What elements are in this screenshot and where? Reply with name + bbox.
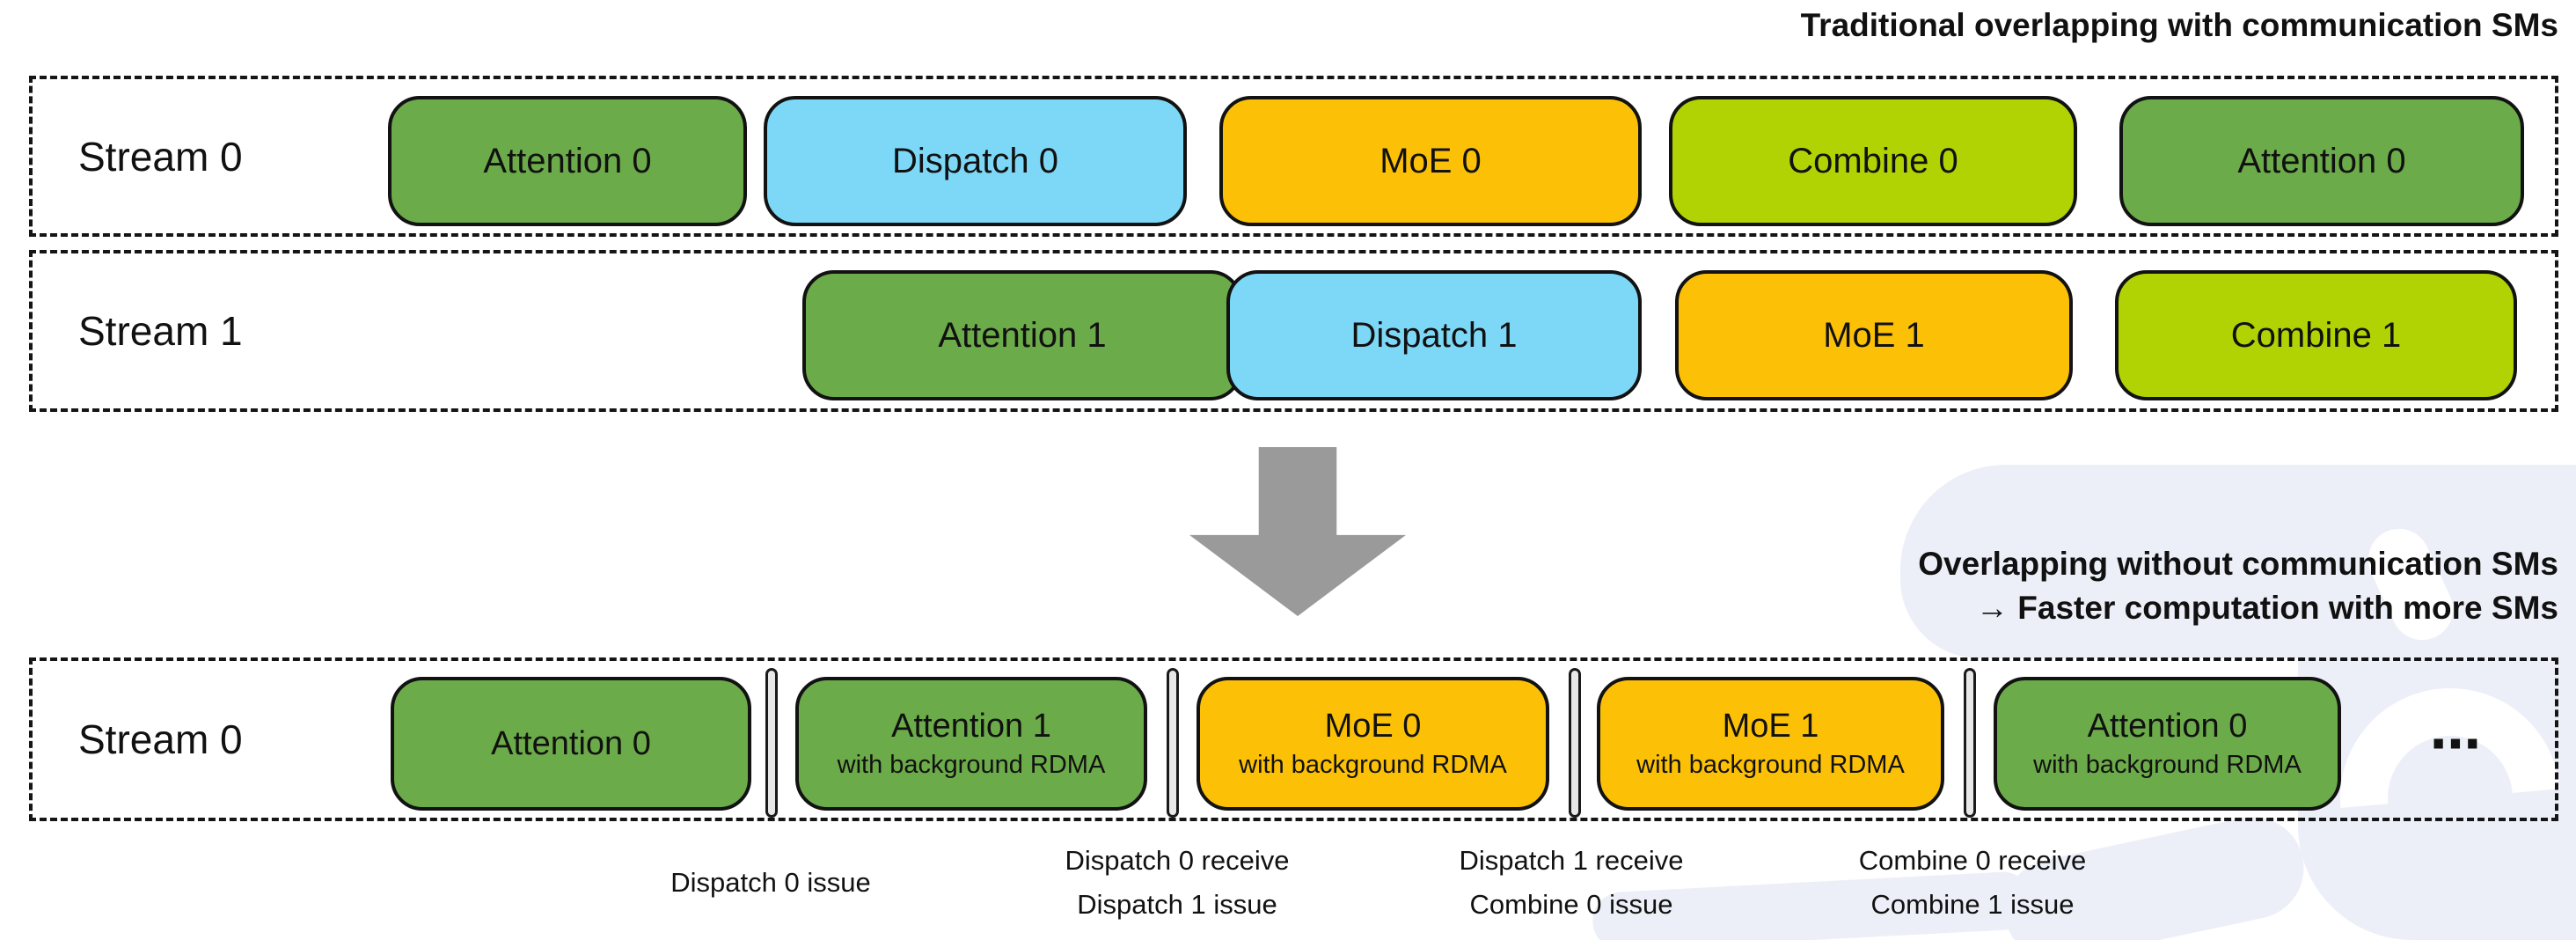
block-dispatch-1: Dispatch 1: [1226, 270, 1642, 400]
sync-label-line: Combine 0 issue: [1469, 889, 1673, 920]
stream1-label: Stream 1: [78, 308, 243, 354]
sync-label-line: Combine 1 issue: [1870, 889, 2075, 920]
block-sublabel: with background RDMA: [1239, 751, 1507, 779]
block-moe-0-rdma: MoE 0 with background RDMA: [1197, 677, 1549, 811]
block-label: MoE 0: [1324, 708, 1422, 745]
optimized-title-line2: → Faster computation with more SMs: [1976, 590, 2558, 626]
block-dispatch-0: Dispatch 0: [764, 96, 1187, 226]
traditional-section-title: Traditional overlapping with communicati…: [1800, 7, 2558, 43]
block-moe-1: MoE 1: [1675, 270, 2073, 400]
block-label: Attention 1: [938, 315, 1107, 355]
sync-label-line: Dispatch 0 issue: [670, 867, 871, 898]
block-moe-1-rdma: MoE 1 with background RDMA: [1597, 677, 1944, 811]
sync-label-dispatch1-receive: Dispatch 1 receive Combine 0 issue: [1378, 834, 1765, 931]
sync-label-dispatch0-receive: Dispatch 0 receive Dispatch 1 issue: [984, 834, 1371, 931]
block-attention-0-opt: Attention 0: [391, 677, 751, 811]
sync-label-line: Dispatch 1 issue: [1077, 889, 1277, 920]
block-attention-0-rdma: Attention 0 with background RDMA: [1994, 677, 2341, 811]
traditional-stream1-panel: Stream 1 Attention 1 Dispatch 1 MoE 1 Co…: [29, 250, 2558, 412]
stream0-label: Stream 0: [78, 133, 243, 180]
sync-label-line: Dispatch 1 receive: [1459, 845, 1684, 876]
sync-label-combine0-receive: Combine 0 receive Combine 1 issue: [1779, 834, 2166, 931]
block-combine-1: Combine 1: [2115, 270, 2517, 400]
block-attention-1-rdma: Attention 1 with background RDMA: [795, 677, 1147, 811]
block-attention-0-next: Attention 0: [2119, 96, 2524, 226]
block-label: Attention 0: [2087, 708, 2248, 745]
block-label: MoE 1: [1823, 315, 1925, 355]
block-label: Attention 0: [483, 141, 652, 180]
block-sublabel: with background RDMA: [1636, 751, 1905, 779]
block-label: MoE 1: [1722, 708, 1819, 745]
optimized-stream0-panel: Stream 0 Attention 0 Attention 1 with ba…: [29, 657, 2558, 821]
optimized-title-line1: Overlapping without communication SMs: [1918, 546, 2558, 582]
optimized-section-title: Overlapping without communication SMs → …: [1918, 542, 2558, 630]
more-blocks-ellipsis: ⋯: [2430, 714, 2488, 774]
block-label: Attention 0: [491, 724, 651, 762]
sync-label-line: Combine 0 receive: [1858, 845, 2087, 876]
block-label: MoE 0: [1379, 141, 1482, 180]
traditional-stream0-panel: Stream 0 Attention 0 Dispatch 0 MoE 0 Co…: [29, 76, 2558, 237]
block-sublabel: with background RDMA: [837, 751, 1106, 779]
sync-divider: [1167, 668, 1179, 818]
sync-divider: [765, 668, 778, 818]
block-combine-0: Combine 0: [1669, 96, 2077, 226]
block-attention-0: Attention 0: [388, 96, 747, 226]
stream0-label-bottom: Stream 0: [78, 716, 243, 762]
block-label: Dispatch 1: [1350, 315, 1518, 355]
sync-divider: [1569, 668, 1581, 818]
block-attention-1: Attention 1: [802, 270, 1242, 400]
down-arrow-icon: [1189, 447, 1406, 616]
block-label: Combine 0: [1788, 141, 1958, 180]
sync-divider: [1964, 668, 1976, 818]
block-label: Dispatch 0: [892, 141, 1058, 180]
block-label: Attention 0: [2237, 141, 2406, 180]
block-sublabel: with background RDMA: [2033, 751, 2302, 779]
block-moe-0: MoE 0: [1219, 96, 1642, 226]
block-label: Combine 1: [2230, 315, 2402, 355]
sync-label-line: Dispatch 0 receive: [1065, 845, 1290, 876]
sync-label-dispatch0-issue: Dispatch 0 issue: [577, 834, 964, 931]
block-label: Attention 1: [891, 708, 1051, 745]
